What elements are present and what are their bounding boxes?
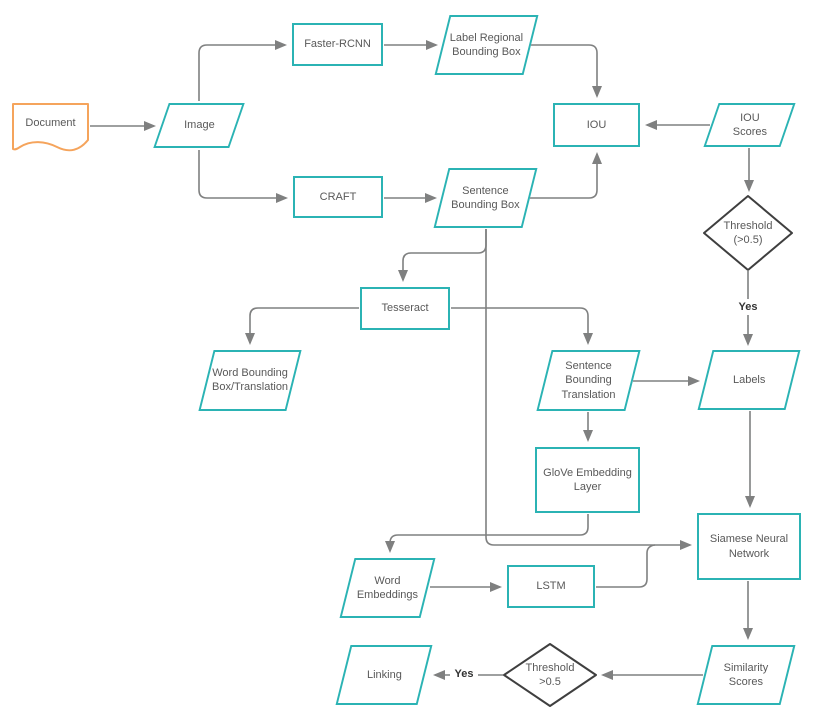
node-faster-rcnn: Faster-RCNN [292,23,383,66]
label-regional-bounding-box-label: Label Regional Bounding Box [449,31,524,58]
node-iou: IOU [553,103,640,147]
node-label-regional-bounding-box: Label Regional Bounding Box [434,15,539,75]
node-siamese-neural-network: Siamese Neural Network [697,513,801,580]
decision-threshold-similarity-label: Threshold >0.5 [525,661,575,688]
document-shape [12,103,89,152]
node-glove-embedding-layer: GloVe Embedding Layer [535,447,640,513]
sentence-bounding-translation-label: Sentence Bounding Translation [561,360,616,401]
edge-sbb-iou [530,152,602,199]
iou-label: IOU [586,118,607,131]
edge-label-yes-bottom: Yes [450,666,478,682]
word-bounding-box-translation-label: Word Bounding Box/Translation [211,367,289,394]
similarity-scores-label: Similarity Scores [723,661,769,688]
sentence-bounding-box-label: Sentence Bounding Box [451,184,520,211]
node-similarity-scores: Similarity Scores [696,645,796,705]
node-document: Document [13,102,88,144]
edge-label-yes-top: Yes [734,299,762,315]
node-iou-scores: IOU Scores [703,103,796,147]
edge-image-faster-rcnn [198,40,287,101]
edge-image-craft [198,150,288,203]
edge-sbb-tesseract [398,229,487,282]
glove-embedding-layer-label: GloVe Embedding Layer [543,466,632,493]
decision-diamond-similarity [503,643,597,707]
labels-label: Labels [732,373,766,386]
decision-threshold-iou-label: Threshold (>0.5) [723,219,773,246]
node-image: Image [153,103,245,148]
faster-rcnn-label: Faster-RCNN [304,38,371,51]
word-embeddings-label: Word Embeddings [356,574,419,601]
craft-label: CRAFT [319,190,357,203]
edge-glove-word-embeddings [385,514,589,553]
node-word-embeddings: Word Embeddings [339,558,436,618]
iou-scores-label: IOU Scores [732,111,767,138]
node-craft: CRAFT [293,176,383,218]
node-linking: Linking [335,645,433,705]
edge-tesseract-wbbt [245,307,359,345]
siamese-neural-network-label: Siamese Neural Network [709,533,789,560]
lstm-label: LSTM [536,580,566,593]
node-sentence-bounding-box: Sentence Bounding Box [433,168,538,228]
image-label: Image [183,119,215,132]
node-lstm: LSTM [507,565,595,608]
node-labels: Labels [697,350,801,410]
node-word-bounding-box-translation: Word Bounding Box/Translation [198,350,302,411]
document-label: Document [25,116,76,129]
linking-label: Linking [366,668,402,681]
edge-tesseract-sbt [451,307,593,345]
node-sentence-bounding-translation: Sentence Bounding Translation [536,350,641,411]
node-tesseract: Tesseract [360,287,450,330]
tesseract-label: Tesseract [381,302,429,315]
edge-lrbb-iou [531,44,602,98]
edge-sbb-siamese [485,229,692,550]
edge-lstm-siamese [596,544,656,588]
